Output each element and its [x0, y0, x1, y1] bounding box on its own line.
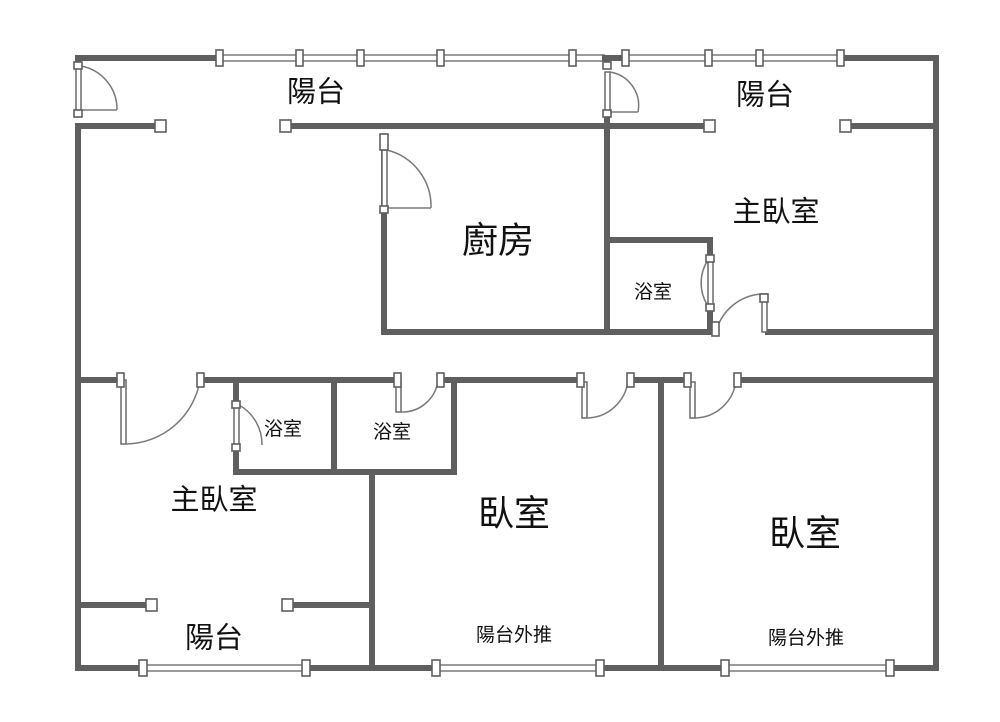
wall-posts — [73, 49, 895, 677]
door-bath-left-2 — [395, 379, 439, 413]
walls — [75, 55, 939, 671]
door-entrance — [75, 65, 118, 111]
door-bath-right — [700, 259, 714, 307]
label-bedroom-right: 臥室 — [769, 513, 841, 554]
label-bath-right: 浴室 — [634, 281, 672, 303]
label-bath-left-1: 浴室 — [264, 418, 302, 440]
label-balcony-ext-right: 陽台外推 — [768, 627, 844, 649]
window-lines — [143, 54, 890, 672]
room-labels: 陽台 陽台 廚房 主臥室 浴室 浴室 浴室 主臥室 臥室 臥室 陽台 陽台外推 … — [170, 76, 844, 655]
door-master-left — [120, 379, 201, 445]
label-master-bedroom-left: 主臥室 — [170, 484, 257, 517]
label-balcony-top-left: 陽台 — [287, 76, 345, 109]
door-bedroom-center — [581, 379, 629, 419]
door-balcony-right — [604, 71, 640, 113]
label-balcony-ext-center: 陽台外推 — [476, 624, 552, 646]
label-master-bedroom-right: 主臥室 — [732, 196, 819, 229]
label-bedroom-center: 臥室 — [478, 493, 550, 534]
door-bedroom-right — [689, 379, 737, 419]
label-balcony-bottom-left: 陽台 — [185, 622, 243, 655]
label-balcony-top-right: 陽台 — [736, 79, 794, 112]
door-kitchen — [381, 149, 432, 209]
label-kitchen: 廚房 — [462, 220, 534, 261]
label-bath-left-2: 浴室 — [373, 421, 411, 443]
